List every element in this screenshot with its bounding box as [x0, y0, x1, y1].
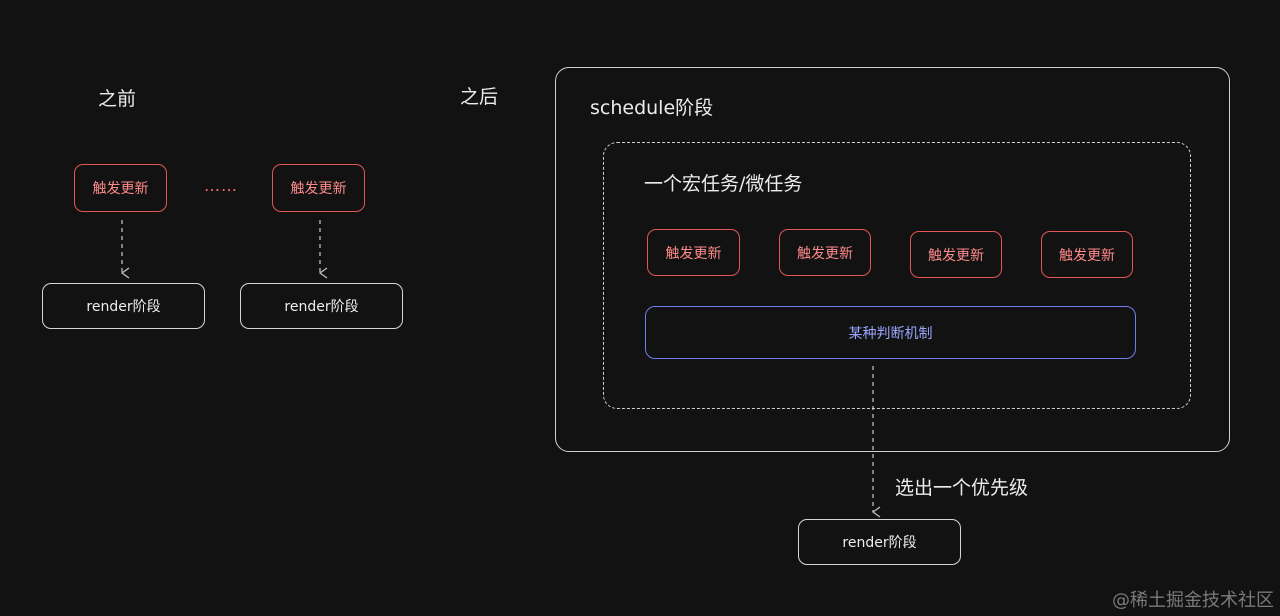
after-trigger-update-3-label: 触发更新 [928, 247, 984, 264]
macrotask-label: 一个宏任务/微任务 [644, 173, 803, 195]
before-trigger-update-2: 触发更新 [272, 164, 365, 212]
after-title: 之后 [460, 86, 499, 108]
before-trigger-update-2-label: 触发更新 [290, 181, 347, 197]
before-ellipsis: …… [204, 176, 238, 195]
select-priority-label: 选出一个优先级 [895, 477, 1029, 499]
before-title: 之前 [98, 88, 137, 110]
macrotask-box [603, 142, 1191, 409]
schedule-stage-box [555, 67, 1230, 452]
before-render-stage-2-label: render阶段 [284, 299, 359, 315]
after-trigger-update-4-label: 触发更新 [1059, 247, 1115, 264]
after-trigger-update-3: 触发更新 [910, 231, 1002, 278]
before-render-stage-1-label: render阶段 [86, 299, 161, 315]
before-trigger-update-1: 触发更新 [74, 164, 167, 212]
before-render-stage-2: render阶段 [240, 283, 403, 329]
before-trigger-update-1-label: 触发更新 [92, 181, 149, 197]
judgement-mechanism-label: 某种判断机制 [848, 325, 933, 342]
after-trigger-update-1-label: 触发更新 [665, 245, 722, 262]
after-trigger-update-2-label: 触发更新 [797, 245, 853, 262]
after-render-stage-label: render阶段 [842, 535, 917, 551]
schedule-stage-label: schedule阶段 [590, 97, 714, 119]
watermark: @稀土掘金技术社区 [1112, 590, 1274, 611]
judgement-mechanism-box: 某种判断机制 [645, 306, 1136, 359]
after-render-stage: render阶段 [798, 519, 961, 565]
after-trigger-update-2: 触发更新 [779, 229, 871, 276]
before-render-stage-1: render阶段 [42, 283, 205, 329]
after-trigger-update-1: 触发更新 [647, 229, 740, 276]
after-trigger-update-4: 触发更新 [1041, 231, 1133, 278]
